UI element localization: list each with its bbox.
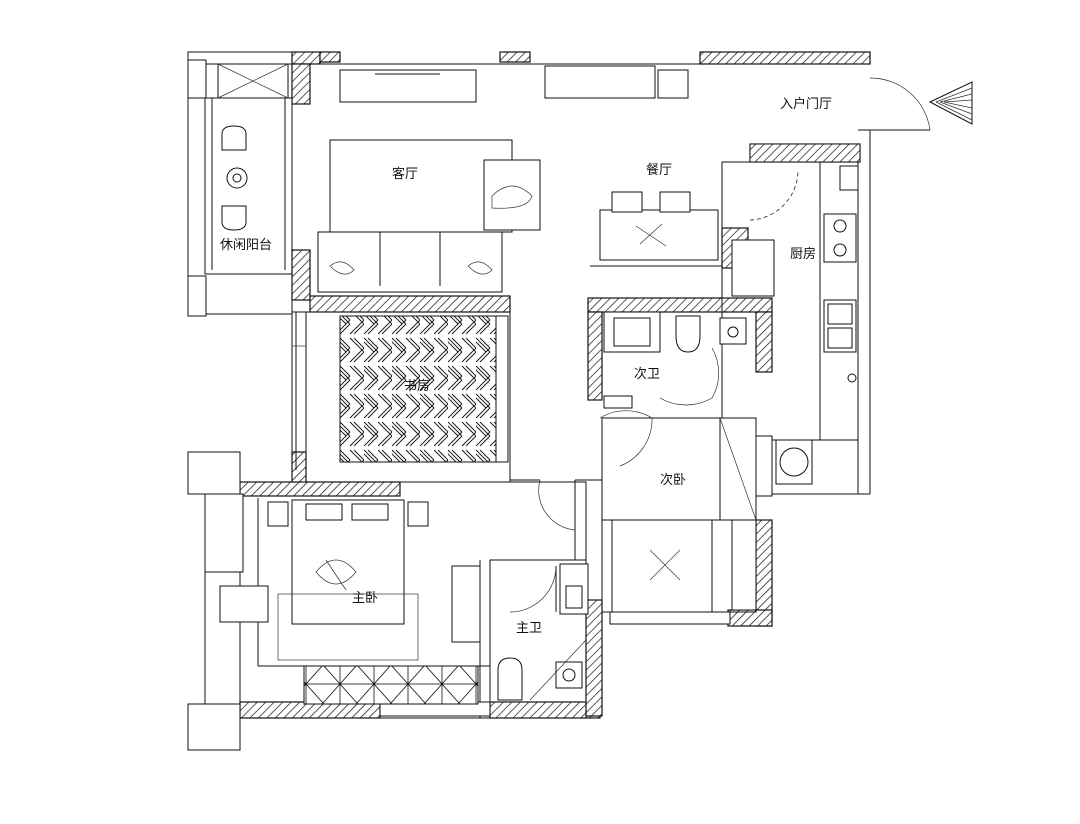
living-furniture: [317, 139, 541, 293]
doors: [509, 77, 931, 613]
label-master-bedroom: 主卧: [352, 591, 378, 606]
second-bedroom-furniture: [611, 417, 757, 613]
north-arrow-icon: [928, 81, 973, 125]
kitchen-fixtures: [731, 165, 859, 485]
dining-furniture: [599, 69, 719, 261]
label-balcony: 休闲阳台: [220, 238, 272, 253]
label-second-bedroom: 次卧: [660, 472, 686, 488]
walls: [239, 51, 871, 719]
master-bath-fixtures: [497, 563, 589, 701]
room-labels: 入户门厅 餐厅 客厅 休闲阳台 厨房 书房 次卫 次卧 主卧 主卫: [220, 96, 832, 636]
label-second-bath: 次卫: [634, 366, 660, 382]
balcony-furniture: [221, 125, 248, 231]
label-dining: 餐厅: [646, 162, 672, 178]
label-study: 书房: [404, 378, 430, 394]
label-entrance-hall: 入户门厅: [780, 96, 832, 112]
master-bedroom-furniture: [219, 499, 481, 705]
second-bath-fixtures: [603, 311, 747, 409]
room-outlines: [187, 51, 871, 751]
label-kitchen: 厨房: [790, 246, 816, 262]
label-master-bath: 主卫: [516, 621, 542, 636]
study-shelf: [495, 315, 509, 463]
label-living: 客厅: [392, 166, 418, 182]
study-rug: [339, 315, 497, 463]
